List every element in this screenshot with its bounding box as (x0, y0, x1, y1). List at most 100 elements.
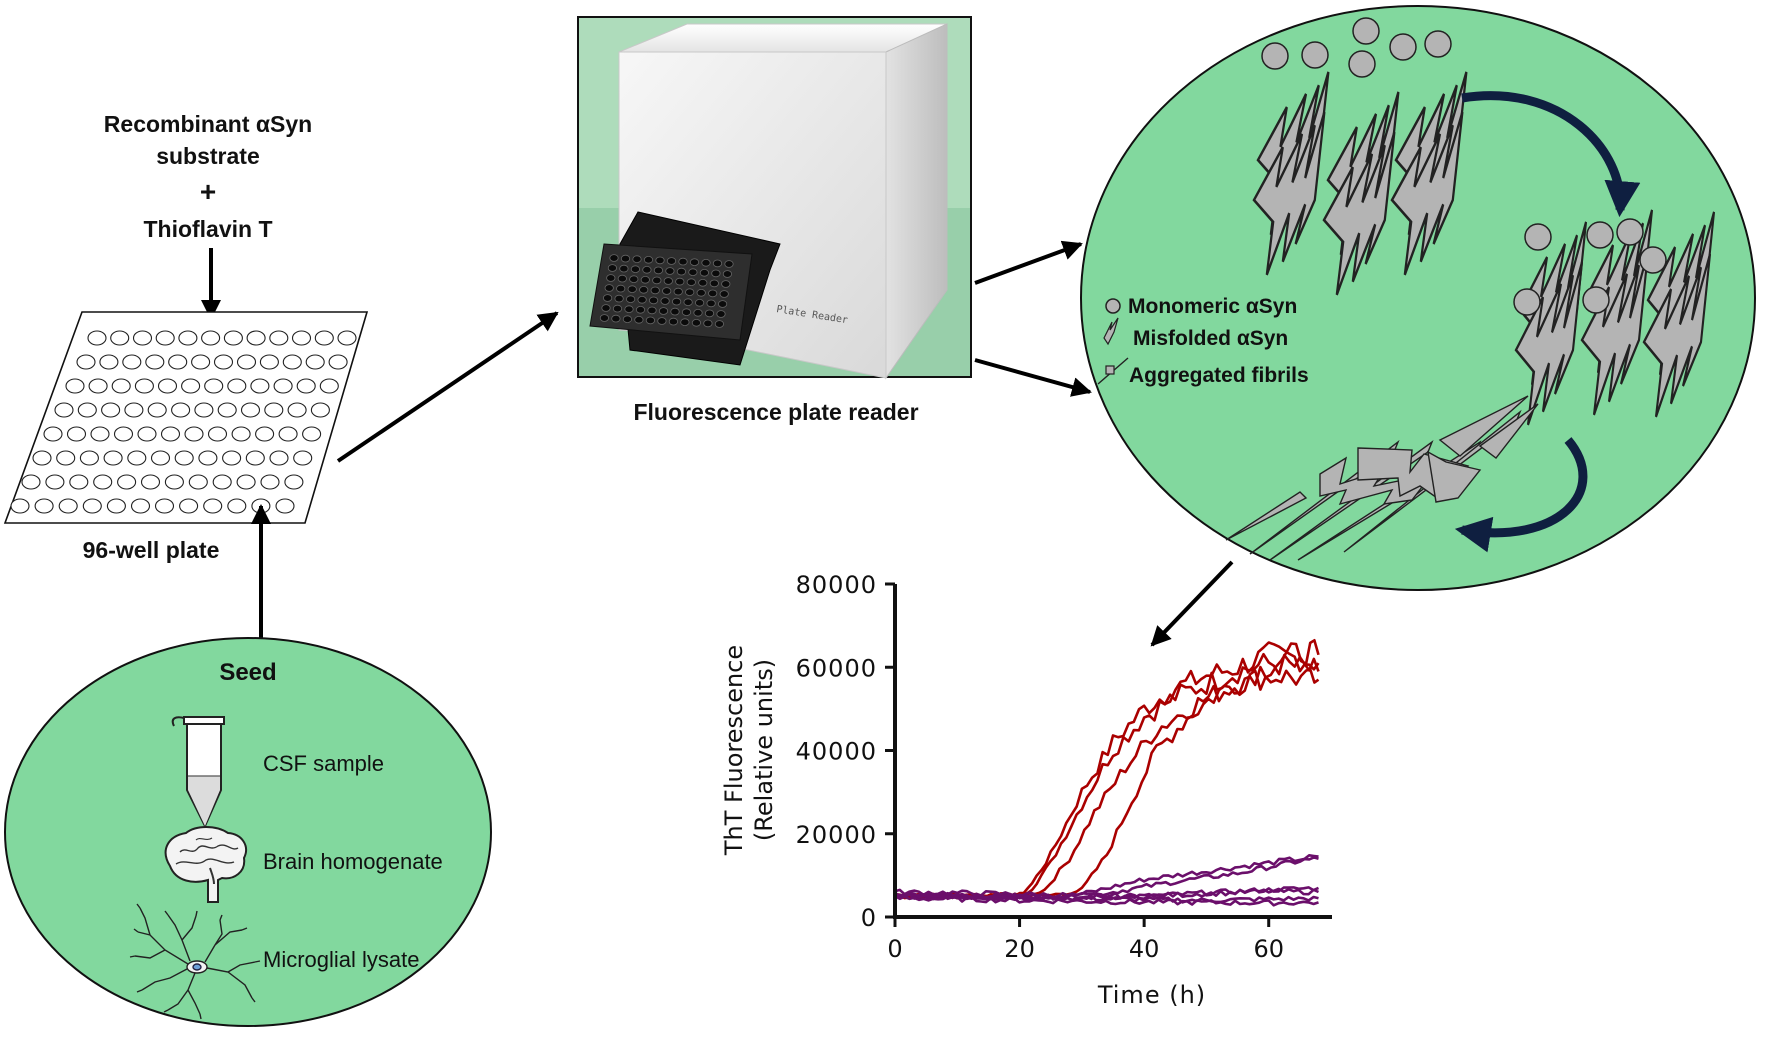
y-tick-label: 80000 (796, 571, 877, 599)
plate-well (198, 450, 218, 466)
plate-well (90, 426, 110, 442)
plate-well (132, 330, 153, 346)
tray-well (624, 305, 634, 314)
substrate-line2: substrate (156, 143, 260, 169)
plate-well (157, 378, 178, 394)
plate-tray (589, 211, 781, 366)
tray-well (722, 270, 733, 278)
plate-well (124, 402, 144, 418)
plate-well (56, 450, 76, 466)
tray-well (648, 296, 659, 305)
plate-well (130, 498, 151, 514)
mechanism-legend: Monomeric αSyn Misfolded αSyn Aggregated… (1097, 295, 1309, 387)
plate-well (58, 498, 78, 514)
tray-well (681, 308, 692, 317)
series-line (894, 887, 1320, 901)
plate-well (227, 378, 247, 394)
tray-well (652, 276, 662, 285)
tray-well (614, 294, 624, 303)
plate-well (181, 378, 201, 394)
plate-well (79, 450, 99, 466)
tray-well (691, 318, 702, 327)
tray-well (665, 267, 675, 275)
reader-label: Fluorescence plate reader (633, 399, 918, 425)
mechanism-panel: Monomeric αSyn Misfolded αSyn Aggregated… (1080, 5, 1756, 591)
plate-well (134, 378, 154, 394)
plate-well (328, 354, 348, 370)
y-tick-label: 60000 (796, 654, 877, 682)
plate-well (184, 426, 204, 442)
tray-well (714, 320, 725, 328)
tray-well (658, 307, 669, 315)
arrow-reader-to-mechanism-2 (974, 358, 1092, 397)
y-tick-label: 20000 (796, 821, 877, 849)
y-axis-title-line2: (Relative units) (750, 659, 778, 841)
plate-well (314, 330, 334, 346)
tray-well (683, 298, 693, 307)
legend-fibril-label: Aggregated fibrils (1129, 364, 1309, 387)
plate-well (293, 450, 313, 466)
tray-well (609, 254, 619, 262)
tray-well (708, 289, 718, 298)
plate-well (77, 402, 97, 418)
plate-well (227, 498, 247, 514)
tray-wells (599, 254, 734, 328)
series-line (894, 638, 1320, 900)
tray-well (635, 305, 646, 314)
plate-well (217, 402, 237, 418)
tray-well (640, 275, 650, 284)
tube-icon (171, 716, 225, 829)
seed-ellipse (4, 637, 492, 1027)
tray-well (706, 299, 716, 308)
plate-well (240, 402, 261, 418)
tray-well (704, 309, 715, 318)
tray-well (666, 257, 677, 265)
plate-well (284, 474, 304, 490)
plate-well (171, 402, 191, 418)
plate-well (194, 402, 214, 418)
plate-well (179, 498, 199, 514)
tray-well (625, 295, 636, 304)
legend-monomer-icon (1105, 298, 1121, 314)
plate-well (222, 450, 242, 466)
curved-arrow-bottom (1454, 437, 1588, 553)
legend-fibril-icon (1097, 357, 1129, 385)
tray-well (696, 288, 706, 297)
seed-panel: Seed CSF sample Brain homogenate (4, 637, 492, 1027)
plate-well (160, 426, 181, 442)
plate-well (117, 474, 137, 490)
plate-well (236, 354, 257, 370)
plate-well (140, 474, 161, 490)
tray-well (680, 318, 690, 327)
x-axis-title: Time (h) (1097, 981, 1206, 1009)
plate-well (269, 330, 289, 346)
plate-well (319, 378, 339, 394)
plate-wells (10, 330, 357, 514)
tray-well (617, 274, 627, 283)
tray-well (698, 278, 708, 287)
plate-label: 96-well plate (83, 537, 220, 563)
plate-well (310, 402, 330, 418)
tray-well (606, 274, 616, 282)
tray-well (711, 269, 721, 278)
well-plate (3, 311, 369, 524)
tray-well (650, 286, 660, 295)
tray-well (685, 288, 695, 297)
plate-well (111, 378, 131, 394)
plate-well (147, 402, 167, 418)
plate-well (155, 330, 175, 346)
plate-well (154, 498, 175, 514)
tray-well (630, 265, 641, 274)
tray-well (701, 258, 711, 267)
seed-title: Seed (219, 659, 276, 686)
plate-well (110, 330, 130, 346)
plate-well (137, 426, 157, 442)
tray-well (632, 255, 642, 264)
plate-well (76, 354, 96, 370)
substrate-line1: Recombinant αSyn (104, 111, 312, 137)
substrate-input-label: Recombinant αSyn substrate + Thioflavin … (104, 111, 312, 242)
x-tick-label: 40 (1129, 935, 1160, 963)
y-tick-label: 40000 (796, 738, 877, 766)
tray-well (712, 259, 723, 268)
